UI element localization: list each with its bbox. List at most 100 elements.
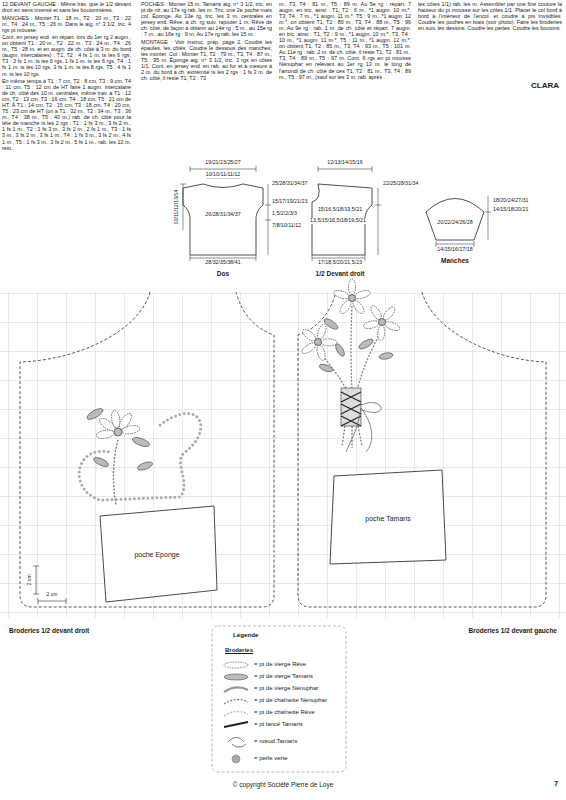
embroidery-bouquet-right-part-part — [349, 279, 356, 295]
legend-entry: = pt de vierge Rêve — [254, 661, 306, 668]
embroidery-bouquet-right-part-part — [315, 339, 322, 346]
embroidery-flower-left-part-part — [121, 424, 140, 435]
embroidery-bouquet-right-part-part — [321, 339, 337, 347]
embroidery-bouquet-right-part — [300, 323, 337, 361]
legend-entry: = perle verte — [254, 755, 288, 762]
embroidery-bouquet-right-part-part — [377, 325, 385, 341]
vase-dotted — [79, 413, 201, 500]
pocket-outline — [100, 506, 217, 602]
instruction-text: MANCHES : Monter T1 : 18 m., T2 : 20 m.,… — [2, 15, 131, 33]
legend-heading: Broderies — [224, 647, 254, 654]
dimension-value: 22/25/28/31/34 — [382, 181, 419, 187]
instruction-text: MONTAGE : Voir instruc. prép. page 2. Co… — [141, 39, 272, 81]
legend-entry: = nœud Tamaris — [254, 738, 297, 745]
legend-box-part — [212, 626, 346, 772]
pocket-label: poche Tamaris — [365, 515, 410, 522]
embroidery-bouquet-right-part-part — [383, 320, 400, 332]
dimension-line — [312, 166, 381, 261]
embroidery-bouquet-right-part-part — [379, 352, 394, 360]
dimension-value: 12/13/14/15/16 — [326, 160, 363, 166]
legend-box — [212, 626, 346, 772]
legend-sample — [224, 722, 248, 727]
dimension-value: 14/15/18/20/21 — [492, 207, 529, 213]
sleeve-outline — [426, 199, 484, 241]
stem — [318, 306, 382, 448]
embroidery-bouquet-right-part-part — [379, 319, 386, 326]
dimension-line — [436, 196, 491, 247]
dimension-value: 28/32/35/38/41 — [204, 260, 241, 266]
instruction-text: les côtes 1/1) rab. les m. Assembler par… — [418, 1, 562, 31]
embroidery-flower-left — [79, 406, 201, 505]
instruction-text: m., T3, T4 : 81 m., T5 : 89 m. Au 5e rg … — [279, 1, 411, 80]
legend-entry: = pt de vierge Nénuphar — [254, 685, 319, 692]
piece-name: 1/2 Devant droit — [315, 270, 366, 277]
embroidery-flower-left-part-part — [92, 456, 109, 469]
instruction-text: En même temps à T1 : 7 cm, T2 : 8 cm, T3… — [2, 78, 131, 151]
instruction-text: Cont. en jersey end. en répart. lors du … — [2, 34, 131, 76]
embroidery-bouquet-right-part-part — [316, 323, 328, 340]
dimension-value: 14/15/16/17/18 — [436, 247, 473, 253]
embroidery-flower-left-part — [85, 406, 153, 471]
garment-schematics — [180, 166, 491, 261]
dimension-value: 7/8/10/11/12 — [271, 223, 302, 229]
piece-name: Manches — [440, 257, 470, 264]
legend-sample — [224, 699, 248, 704]
instruction-text: 12 DEVANT GAUCHE : Même trav. que le 1/2… — [2, 1, 131, 13]
dimension-value: 10/10/11/11/12 — [205, 172, 242, 178]
legend-entry: = pt de chaînette Nénuphar — [254, 697, 327, 704]
legend-entry: = pt de chaînette Rêve — [254, 709, 315, 716]
embroidery-bouquet-right-part-part — [349, 295, 356, 302]
dimension-line — [180, 166, 271, 261]
instruction-text: POCHES : Monter 15 m. Tamaris aig. n° 3 … — [141, 1, 272, 37]
legend-sample — [224, 674, 248, 680]
copyright-note: © copyright Société Pierre de Loye — [232, 781, 335, 788]
piece-name: Dos — [216, 270, 230, 277]
stem — [113, 440, 118, 505]
pocket-shape: poche Eponge — [96, 504, 218, 604]
legend-sample — [224, 662, 248, 668]
scale-label: 2 cm — [46, 592, 59, 598]
page-number: 7 — [553, 780, 559, 788]
garment-outline-part — [298, 292, 546, 607]
dimension-value: 15/17/19/21/23 — [271, 199, 308, 205]
dimension-value: 25/28/31/34/37 — [271, 181, 308, 187]
dimension-value: 13,5/15/16,5/18/19,5/21 — [309, 218, 367, 224]
legend-sample — [224, 711, 248, 716]
ribbon-bow — [346, 403, 381, 452]
section-caption: Broderies 1/2 devant droit — [8, 627, 90, 634]
embroidery-grid-part — [0, 293, 566, 618]
embroidery-flower-left-part-part — [136, 460, 153, 471]
dimension-value: 26/28/31/34/37 — [204, 212, 241, 218]
dimension-value: 1,5/2/2/3/3 — [271, 211, 298, 217]
legend-sample — [228, 738, 246, 748]
garment-outline-part — [20, 292, 274, 607]
size-marker — [33, 566, 66, 604]
embroidery-bouquet-right-part-part — [333, 289, 350, 301]
embroidery-bouquet-right-part-part — [354, 289, 371, 301]
dimension-value: 20/22/24/26/28 — [436, 220, 473, 226]
back-outline — [183, 184, 263, 255]
embroidery-bouquet-right-part-part — [315, 344, 326, 361]
pocket-label: poche Eponge — [134, 551, 179, 558]
pocket-outline — [330, 470, 446, 564]
embroidery-bouquet-right-part-part — [357, 337, 374, 351]
pattern-name: CLARA — [530, 82, 560, 91]
legend-title: Légende — [232, 632, 259, 639]
embroidery-flower-left-part — [96, 410, 141, 440]
legend-sample — [224, 687, 248, 692]
embroidery-bouquet-right — [300, 279, 401, 452]
ribbon-bundle — [341, 388, 361, 426]
size-marker-part — [33, 566, 66, 604]
embroidery-bouquet-right-part — [363, 304, 401, 341]
pocket-shape: poche Tamaris — [328, 468, 448, 568]
scale-label: 2 cm — [26, 573, 32, 586]
embroidery-flower-left-part-part — [131, 436, 150, 449]
embroidery-flower-left-part-part — [114, 428, 122, 436]
dimension-value: 18/20/24/27/31 — [492, 198, 529, 204]
embroidery-bouquet-right-part-part — [318, 363, 333, 373]
embroidery-bouquet-right-part — [333, 279, 371, 315]
embroidery-bouquet-right-part — [318, 317, 393, 373]
dimension-value: 19/21/23/25/27 — [204, 160, 241, 166]
dimension-value: 17/18,5/20/21,5/23 — [317, 260, 363, 266]
